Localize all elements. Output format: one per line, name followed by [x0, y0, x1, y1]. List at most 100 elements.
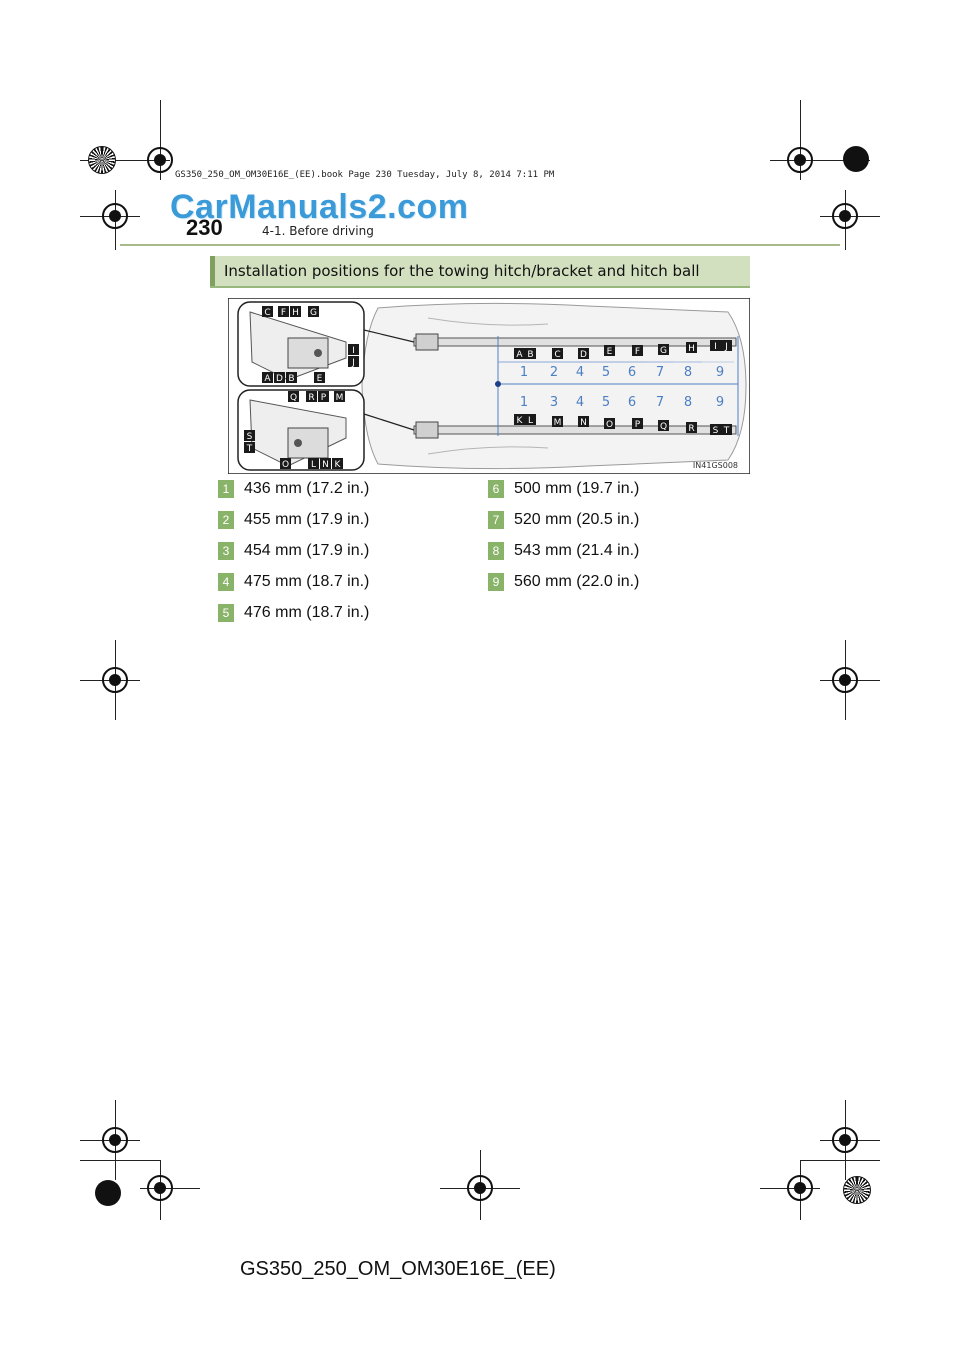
- measurement-value: 475 mm (18.7 in.): [244, 573, 370, 590]
- page-number: 230: [186, 215, 223, 240]
- row2-label-P-box: [632, 418, 643, 429]
- row2-label-L: L: [528, 416, 533, 426]
- bottom-detail-label-R-box: [306, 391, 317, 402]
- top-detail-label-G-box: [308, 306, 319, 317]
- row2-label-Q: Q: [660, 422, 667, 432]
- registration-rosette-icon: [88, 146, 116, 174]
- row2-label-T-box: [721, 424, 732, 435]
- bottom-detail-label-Q-box: [288, 391, 299, 402]
- top-detail-label-E: E: [317, 374, 323, 384]
- measurement-item: 2 455 mm (17.9 in.): [218, 511, 369, 529]
- row1-label-D: D: [580, 350, 587, 360]
- bottom-detail-label-O-box: [280, 458, 291, 469]
- row2-label-K: K: [517, 416, 524, 426]
- top-detail-label-J: J: [351, 358, 355, 368]
- top-detail-label-F: F: [281, 308, 286, 318]
- row1-label-H-box: [686, 342, 697, 353]
- row1-label-A-box: [514, 348, 525, 359]
- measurement-value: 455 mm (17.9 in.): [244, 511, 370, 528]
- row2-label-O-box: [604, 418, 615, 429]
- measurement-number-badge: 2: [218, 511, 234, 529]
- row1-label-H: H: [688, 344, 695, 354]
- measurement-value: 500 mm (19.7 in.): [514, 480, 640, 497]
- row1-label-C-box: [552, 348, 563, 359]
- row1-dimension-8: 8: [684, 365, 692, 380]
- footer-code: GS350_250_OM_OM30E16E_(EE): [240, 1258, 556, 1280]
- row2-dimension-4: 4: [576, 395, 584, 410]
- top-detail-label-D: D: [276, 374, 283, 384]
- row2-label-T: T: [723, 426, 730, 436]
- top-detail-label-B-box: [286, 372, 297, 383]
- row1-label-E: E: [607, 347, 613, 357]
- registration-crosshair-icon: [102, 667, 128, 693]
- row1-label-F-box: [632, 345, 643, 356]
- row1-label-G: G: [660, 346, 667, 356]
- top-detail-label-A: A: [264, 374, 271, 384]
- bottom-detail-label-L-box: [308, 458, 319, 469]
- row2-label-S: S: [713, 426, 719, 436]
- row2-label-M: M: [554, 418, 562, 428]
- measurement-value: 436 mm (17.2 in.): [244, 480, 370, 497]
- registration-crosshair-icon: [832, 1127, 858, 1153]
- row1-label-B-box: [525, 348, 536, 359]
- top-detail-label-G: G: [310, 308, 317, 318]
- row2-dimension-6: 6: [628, 395, 636, 410]
- bottom-detail-label-M: M: [336, 393, 344, 403]
- row2-label-R: R: [688, 424, 694, 434]
- bottom-detail-label-K: K: [335, 460, 342, 470]
- top-detail-label-E-box: [314, 372, 325, 383]
- row1-label-B: B: [527, 350, 533, 360]
- bottom-detail-label-N: N: [322, 460, 329, 470]
- registration-crosshair-icon: [102, 203, 128, 229]
- top-detail-label-C-box: [262, 306, 273, 317]
- registration-dot-icon: [95, 1180, 121, 1206]
- row1-dimension-7: 7: [656, 365, 664, 380]
- row1-dimension-9: 9: [716, 365, 724, 380]
- row2-label-R-box: [686, 422, 697, 433]
- registration-crosshair-icon: [147, 1175, 173, 1201]
- row2-dimension-7: 7: [656, 395, 664, 410]
- figure-code: IN41GS008: [693, 461, 738, 470]
- measurement-value: 543 mm (21.4 in.): [514, 542, 640, 559]
- measurement-value: 560 mm (22.0 in.): [514, 573, 640, 590]
- row2-label-K-box: [514, 414, 525, 425]
- measurement-number-badge: 3: [218, 542, 234, 560]
- top-detail-label-I: I: [352, 346, 355, 356]
- bottom-detail-label-L: L: [311, 460, 316, 470]
- registration-crosshair-icon: [832, 203, 858, 229]
- registration-dot-icon: [843, 146, 869, 172]
- bottom-detail-label-P-box: [318, 391, 329, 402]
- bottom-detail-label-N-box: [320, 458, 331, 469]
- top-detail-label-H: H: [292, 308, 299, 318]
- row2-label-Q-box: [658, 420, 669, 431]
- registration-crosshair-icon: [147, 147, 173, 173]
- registration-crosshair-icon: [467, 1175, 493, 1201]
- top-detail-label-J-box: [348, 356, 359, 367]
- row1-dimension-5: 5: [602, 365, 610, 380]
- row1-label-I: I: [714, 342, 717, 352]
- row2-dimension-5: 5: [602, 395, 610, 410]
- row1-dimension-4: 4: [576, 365, 584, 380]
- row2-label-M-box: [552, 416, 563, 427]
- row1-label-E-box: [604, 345, 615, 356]
- bottom-detail-label-R: R: [308, 393, 314, 403]
- row1-dimension-6: 6: [628, 365, 636, 380]
- row2-label-P: P: [635, 420, 641, 430]
- measurement-number-badge: 5: [218, 604, 234, 622]
- row1-label-J: J: [724, 342, 728, 352]
- header-rule: [120, 244, 840, 246]
- measurement-value: 520 mm (20.5 in.): [514, 511, 640, 528]
- section-heading: Installation positions for the towing hi…: [210, 256, 750, 288]
- row1-dimension-2: 2: [550, 365, 558, 380]
- row1-label-G-box: [658, 344, 669, 355]
- bottom-detail-label-S: S: [247, 432, 253, 442]
- bottom-detail-label-S-box: [244, 430, 255, 441]
